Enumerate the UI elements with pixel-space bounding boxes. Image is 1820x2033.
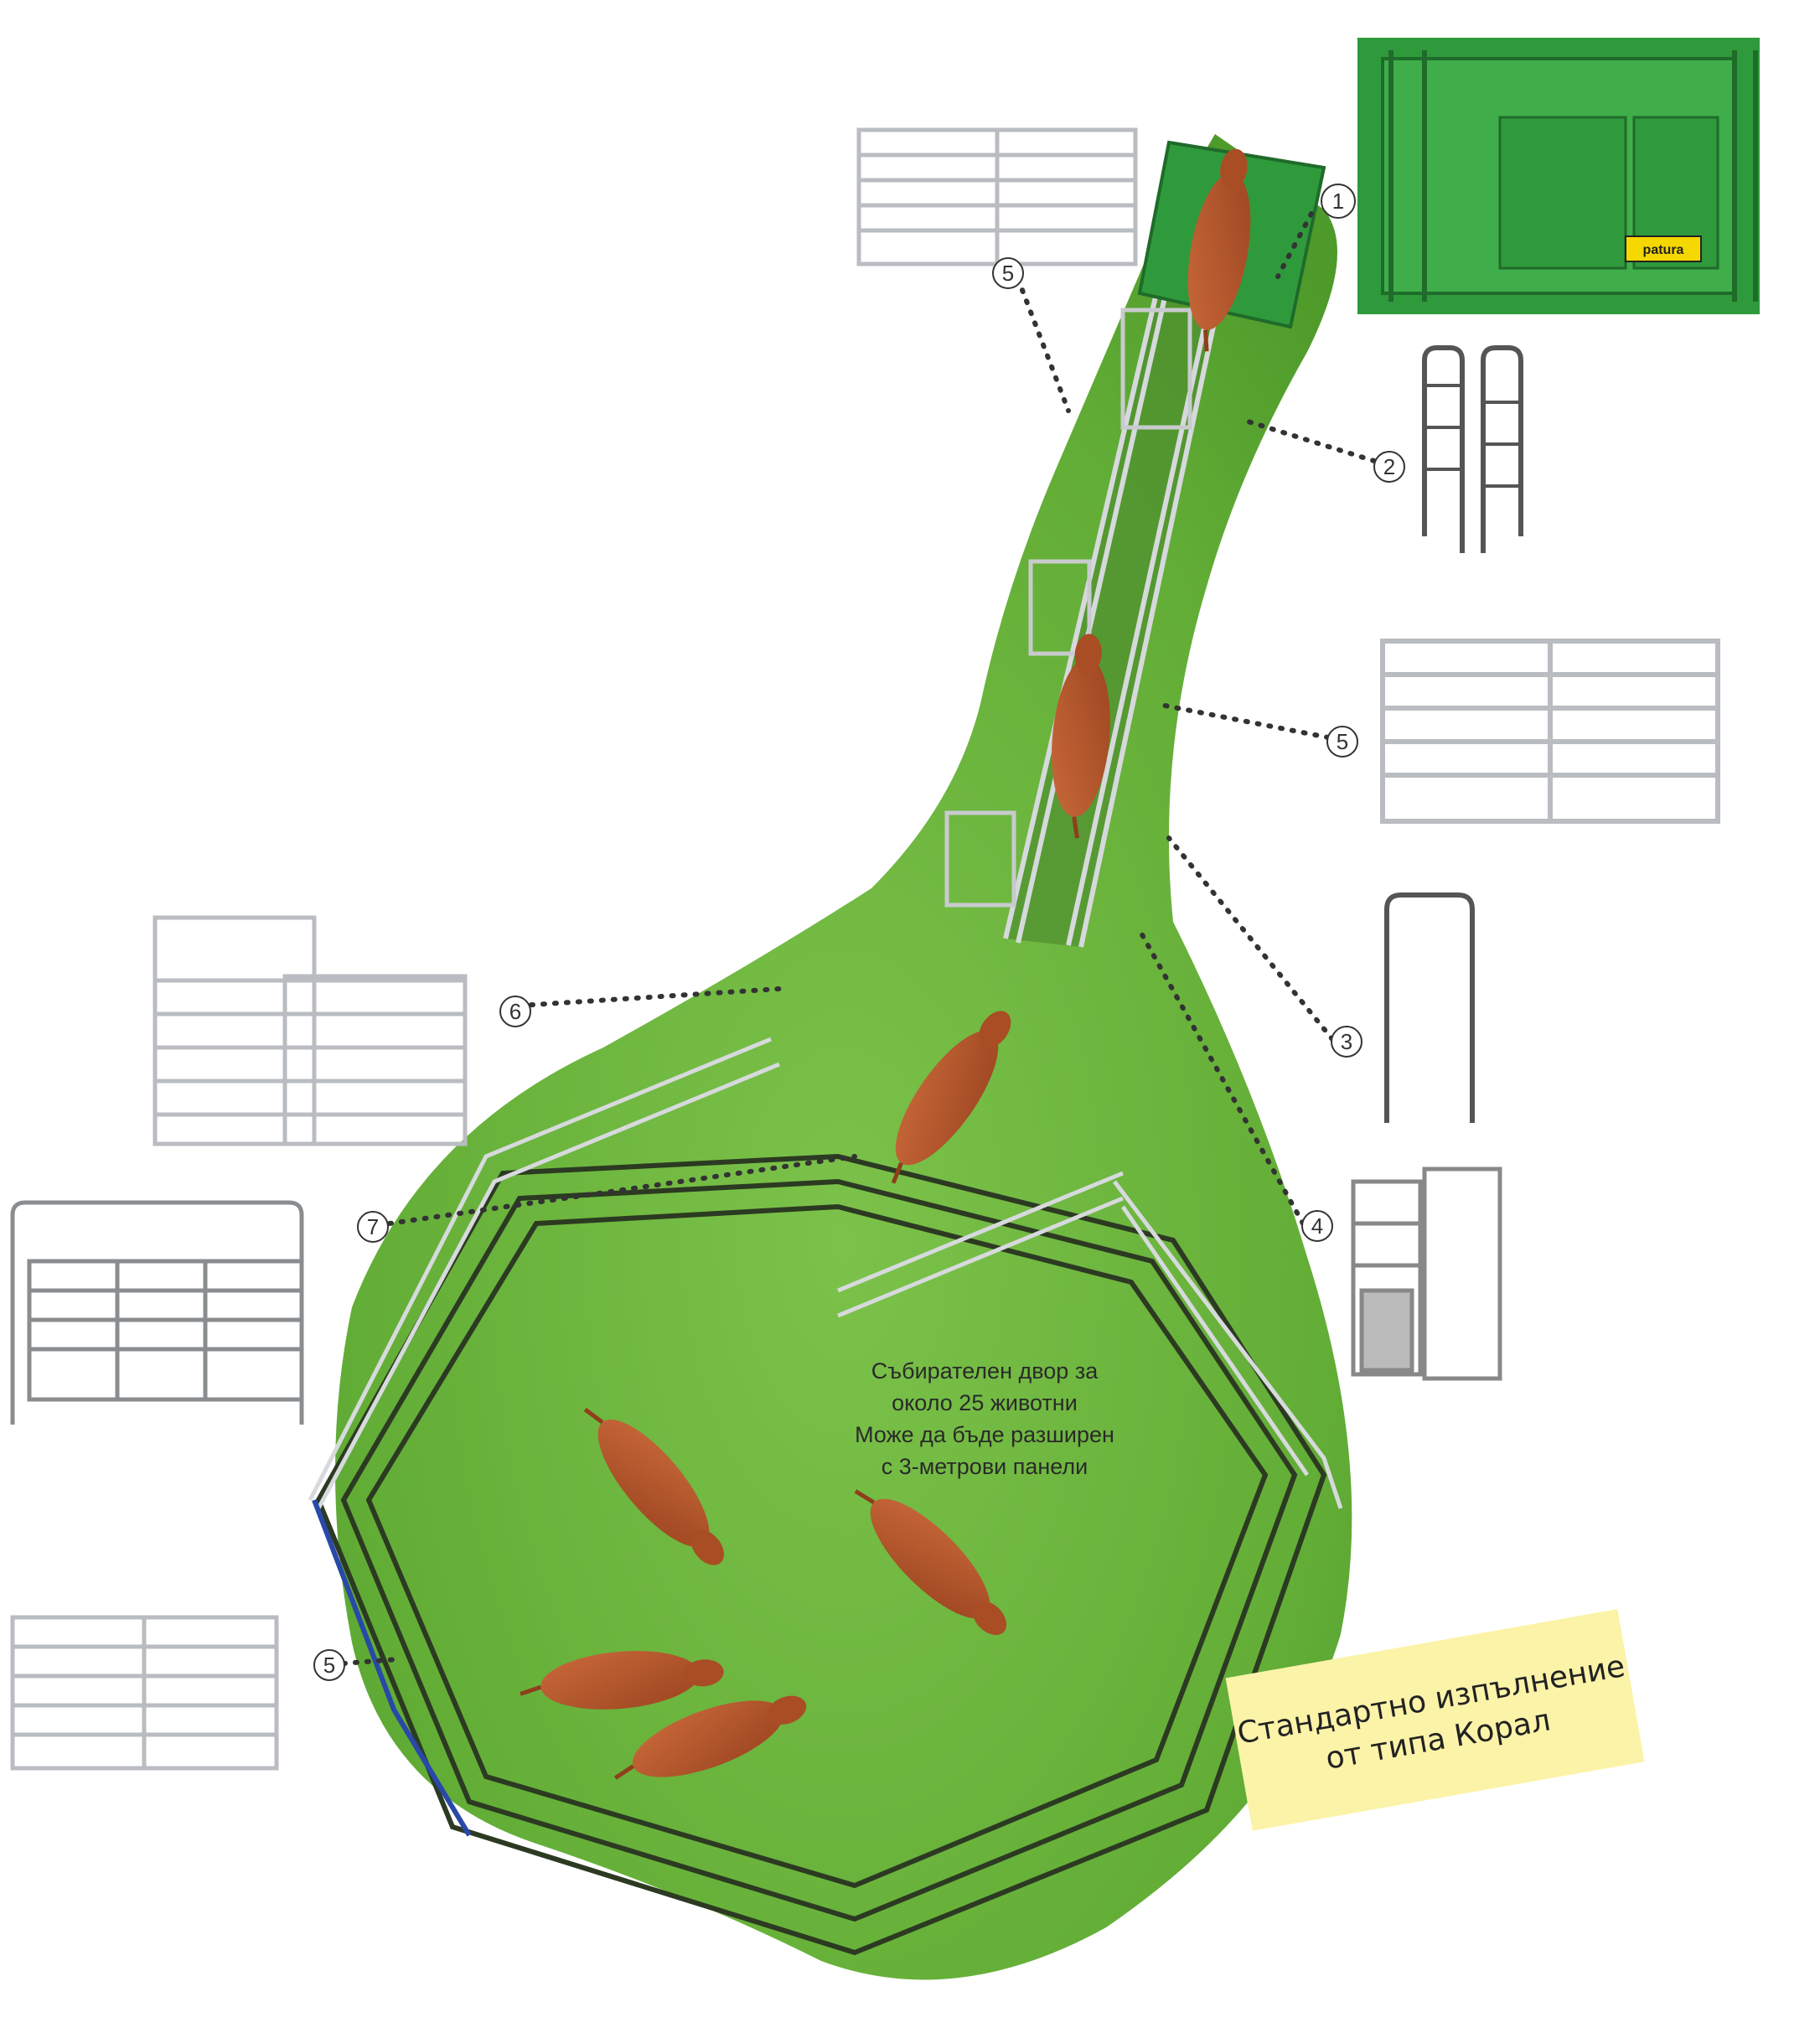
callout-2: 2 xyxy=(1373,451,1405,483)
corral-steel-panels xyxy=(308,1037,1343,1510)
callout-7: 7 xyxy=(357,1211,389,1243)
corral-fence xyxy=(315,1153,1327,1956)
callout-5-right-label: 5 xyxy=(1337,729,1348,754)
leader-lines xyxy=(341,211,1377,1666)
callout-6: 6 xyxy=(499,996,531,1027)
corral-capacity-label: Събирателен двор за около 25 животни Мож… xyxy=(855,1358,1114,1479)
callout-4-label: 4 xyxy=(1311,1213,1323,1239)
callout-5-top: 5 xyxy=(992,257,1024,289)
grass-area xyxy=(335,134,1352,1980)
sliding-gate-thumbnail xyxy=(1351,1167,1502,1381)
callout-5-top-label: 5 xyxy=(1002,261,1014,286)
callout-2-label: 2 xyxy=(1383,454,1395,479)
callout-5-right: 5 xyxy=(1326,726,1358,758)
callout-3-label: 3 xyxy=(1341,1029,1352,1054)
callout-3: 3 xyxy=(1331,1026,1362,1058)
corral-label-line-3: Може да бъде разширен xyxy=(855,1422,1114,1447)
blue-panel xyxy=(312,1498,472,1837)
standard-version-note: Стандартно изпълнение от типа Корал xyxy=(1225,1609,1645,1831)
callout-4: 4 xyxy=(1301,1210,1333,1242)
callout-6-label: 6 xyxy=(509,999,521,1024)
corral-label-line-1: Събирателен двор за xyxy=(871,1358,1099,1384)
combination-gate-thumbnail xyxy=(153,915,468,1146)
panel-thumbnail-right xyxy=(1380,639,1720,824)
callout-5-left-label: 5 xyxy=(323,1653,335,1678)
yard-panel-thumbnail xyxy=(10,1200,304,1425)
crush-thumbnail: patura xyxy=(1357,38,1760,314)
gate-frame-thumbnail xyxy=(1384,892,1475,1123)
corral-label-line-4: с 3-метрови панели xyxy=(882,1454,1088,1479)
head-gate-thumbnail xyxy=(1422,345,1523,553)
callout-5-left: 5 xyxy=(313,1649,345,1681)
brand-logo: patura xyxy=(1643,243,1684,257)
panel-thumbnail-left xyxy=(10,1615,279,1771)
callout-1: 1 xyxy=(1321,184,1356,219)
corral-label-line-2: около 25 животни xyxy=(892,1390,1078,1415)
panel-thumbnail-top xyxy=(856,127,1138,266)
callout-7-label: 7 xyxy=(367,1214,379,1239)
callout-1-label: 1 xyxy=(1332,189,1344,214)
